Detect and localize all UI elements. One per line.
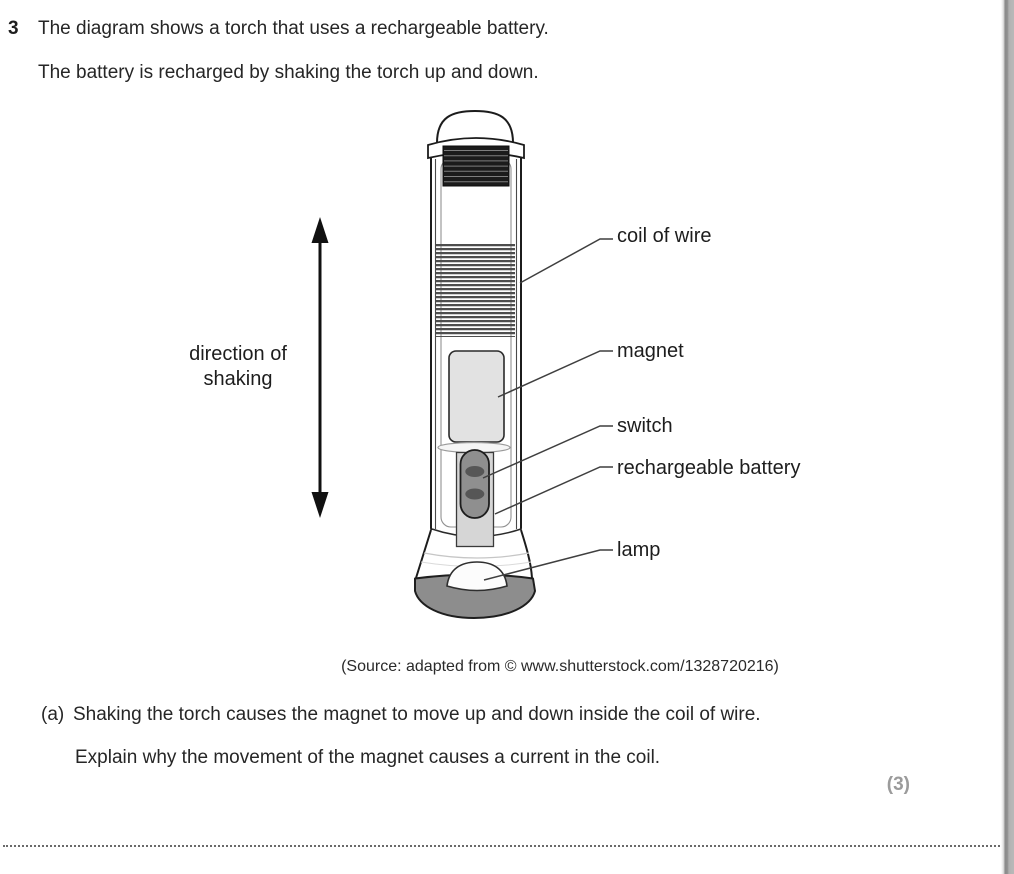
leader-line-battery bbox=[494, 466, 613, 515]
leader-line-magnet bbox=[497, 350, 613, 398]
question-number: 3 bbox=[8, 18, 19, 39]
direction-label-line2: shaking bbox=[203, 368, 273, 390]
battery-drawing bbox=[459, 449, 490, 519]
torch-inner-wall bbox=[434, 159, 518, 529]
direction-label-line1: direction of bbox=[189, 343, 287, 365]
label-lamp: lamp bbox=[617, 539, 661, 561]
head-reflection-1 bbox=[423, 552, 530, 559]
source-credit: (Source: adapted from © www.shutterstock… bbox=[341, 658, 779, 675]
switch-button-upper bbox=[465, 466, 485, 477]
question-intro-line2: The battery is recharged by shaking the … bbox=[38, 62, 539, 83]
page-scan-edge bbox=[1001, 0, 1014, 874]
switch-button-lower bbox=[465, 488, 485, 500]
label-coil-of-wire: coil of wire bbox=[617, 225, 712, 247]
label-rechargeable-battery: rechargeable battery bbox=[617, 457, 801, 479]
part-a-stem-line1: Shaking the torch causes the magnet to m… bbox=[73, 704, 761, 725]
part-a-stem-line2: Explain why the movement of the magnet c… bbox=[75, 747, 661, 768]
shaking-arrow-head-up bbox=[311, 217, 329, 243]
leader-line-coil bbox=[519, 238, 613, 284]
torch-dome bbox=[435, 109, 515, 144]
marks-badge: (3) bbox=[886, 774, 910, 795]
lamp-drawing bbox=[446, 561, 508, 592]
torch-head-left-edge bbox=[415, 529, 432, 579]
leader-line-switch bbox=[482, 425, 613, 479]
label-magnet: magnet bbox=[617, 340, 684, 362]
part-a-label: (a) bbox=[41, 704, 65, 725]
leader-line-lamp bbox=[483, 549, 613, 581]
magnet-drawing bbox=[448, 350, 505, 443]
direction-of-shaking-label: direction of shaking bbox=[162, 342, 314, 392]
shaking-arrow-head-down bbox=[311, 492, 329, 518]
label-switch: switch bbox=[617, 415, 673, 437]
torch-head-right-edge bbox=[520, 529, 533, 579]
question-intro-line1: The diagram shows a torch that uses a re… bbox=[38, 18, 549, 39]
torch-head-body bbox=[416, 530, 532, 578]
answer-dotted-line bbox=[3, 845, 1003, 847]
